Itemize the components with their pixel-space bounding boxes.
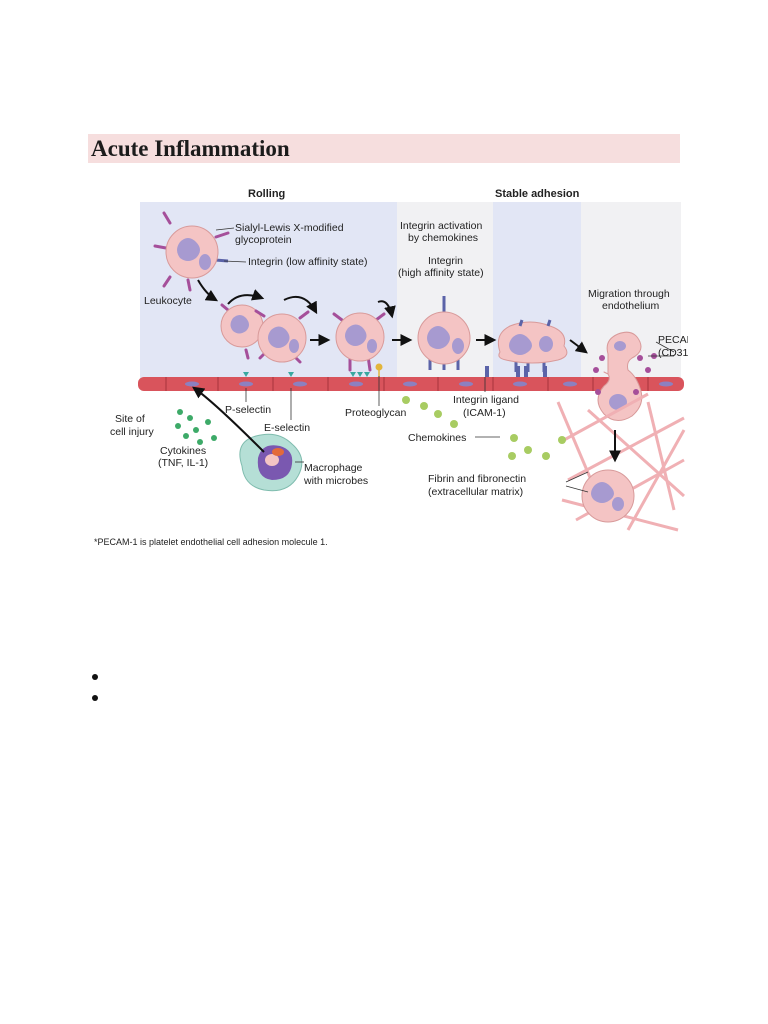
label-cytokines: Cytokines (160, 445, 206, 457)
label-pecam: PECAM-1 (658, 334, 688, 346)
footnote: *PECAM-1 is platelet endothelial cell ad… (94, 537, 328, 547)
label-icam: (ICAM-1) (463, 407, 506, 419)
label-integrin-ligand: Integrin ligand (453, 394, 519, 406)
bullet-item (92, 668, 102, 689)
label-proteoglycan: Proteoglycan (345, 407, 406, 419)
label-site-of: Site of (115, 413, 145, 425)
label-cell-injury: cell injury (110, 426, 155, 438)
label-with-microbes: with microbes (303, 475, 368, 487)
label-cd31: (CD31) (658, 347, 688, 359)
label-leukocyte: Leukocyte (144, 295, 192, 307)
header-stable-adhesion: Stable adhesion (495, 188, 580, 200)
label-p-selectin: P-selectin (225, 404, 271, 416)
leukocyte-in-tissue (582, 470, 634, 522)
label-by-chemokines: by chemokines (408, 232, 478, 244)
label-endothelium: endothelium (602, 300, 659, 312)
leukocyte-extravasation-diagram: Rolling Stable adhesion (88, 180, 688, 555)
label-high-affinity: (high affinity state) (398, 267, 484, 279)
label-sialyl-lewis: Sialyl-Lewis X-modified (235, 222, 344, 234)
label-tnf-il1: (TNF, IL-1) (158, 457, 208, 469)
diagram-canvas: Rolling Stable adhesion (88, 180, 688, 555)
bullet-item (92, 689, 102, 710)
macrophage (240, 434, 302, 491)
label-chemokines: Chemokines (408, 432, 466, 444)
label-integrin-low: Integrin (low affinity state) (248, 256, 367, 268)
header-rolling: Rolling (248, 188, 285, 200)
label-fibrin: Fibrin and fibronectin (428, 473, 526, 485)
label-integrin-high: Integrin (428, 255, 463, 267)
cytokine-dots (175, 409, 217, 445)
page-title: Acute Inflammation (91, 136, 290, 162)
title-banner: Acute Inflammation (88, 134, 680, 163)
label-e-selectin: E-selectin (264, 422, 310, 434)
bullet-list (92, 668, 102, 710)
label-glycoprotein: glycoprotein (235, 234, 292, 246)
label-extracellular-matrix: (extracellular matrix) (428, 486, 523, 498)
label-integrin-activation: Integrin activation (400, 220, 482, 232)
label-migration: Migration through (588, 288, 670, 300)
label-macrophage: Macrophage (304, 462, 363, 474)
